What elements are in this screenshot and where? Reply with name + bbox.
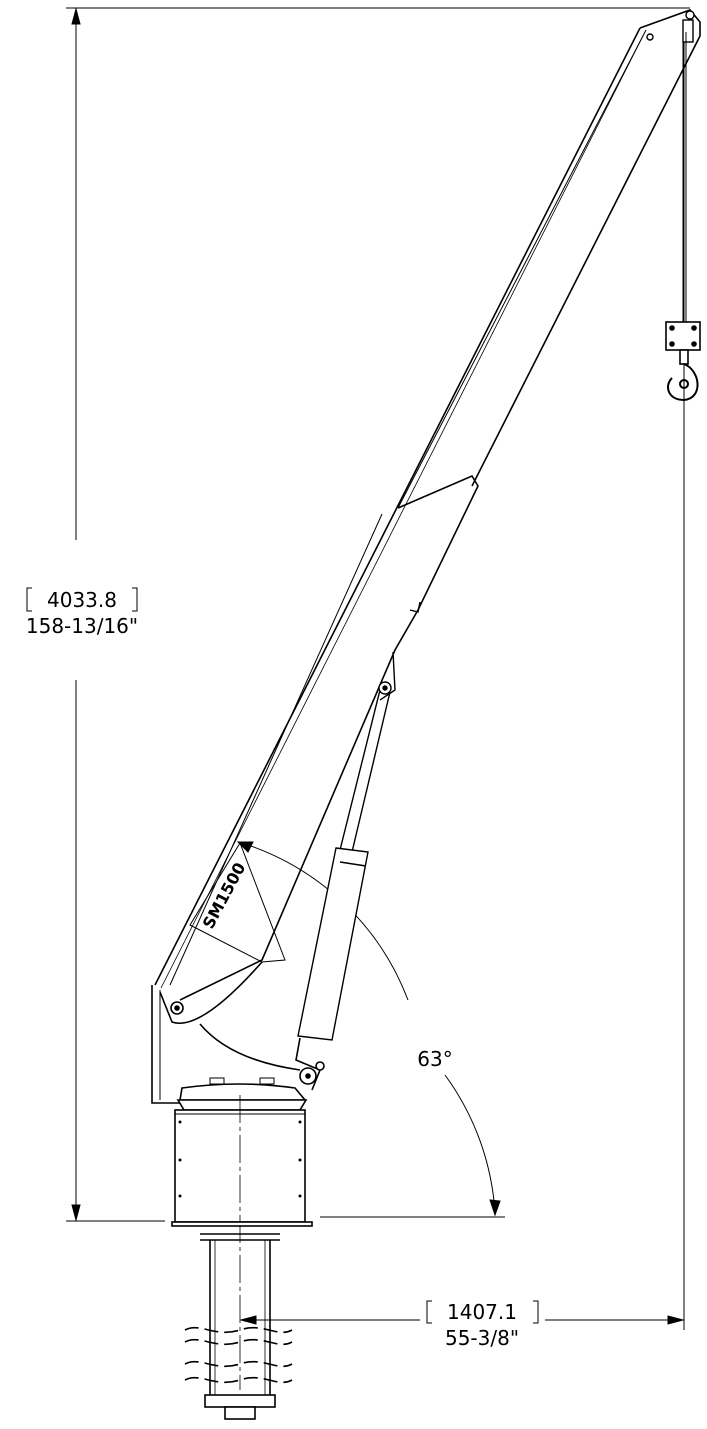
reach-dimension-label: 1407.1 55-3/8" [426, 1300, 539, 1350]
boom-top-edge [154, 27, 641, 986]
hydraulic-cylinder [297, 601, 421, 1041]
height-dimension-label: 4033.8 158-13/16" [26, 587, 138, 638]
mast-bolts [178, 1120, 302, 1198]
angle-arc-lower [444, 1074, 496, 1213]
boom-angle-value: 63° [417, 1047, 452, 1071]
mast-housing [174, 1109, 306, 1223]
hook-block [665, 321, 701, 365]
slew-bearing [176, 1077, 308, 1111]
height-dimension [66, 7, 690, 1222]
arrowhead-up [71, 7, 81, 25]
mast-head [151, 961, 325, 1104]
slewing-plate-curve [199, 1023, 301, 1071]
boom [154, 9, 701, 1001]
reach-metric-value: 1407.1 [447, 1300, 517, 1324]
boom-sleeve-edge [169, 513, 383, 986]
arrowhead-left [239, 1315, 257, 1325]
reach-dimension [239, 20, 685, 1330]
arrowhead-down [71, 1204, 81, 1222]
hook-icon [667, 363, 699, 402]
height-metric-value: 4033.8 [47, 588, 117, 612]
bottom-nut [204, 1394, 276, 1420]
boom-tip [639, 9, 701, 36]
height-imperial-value: 158-13/16" [26, 614, 138, 638]
boom-tip-sheave [646, 10, 695, 43]
mounting-flange [171, 1221, 313, 1241]
mounting-post [209, 1240, 271, 1395]
boom-decal-panel [189, 841, 286, 963]
hoist-cable [682, 32, 687, 324]
break-lines [184, 1326, 293, 1384]
arrowhead-right [667, 1315, 685, 1325]
boom-section-line [397, 29, 647, 509]
boom-model-label: SM1500 [199, 859, 250, 931]
boom-top-edge-inner [160, 33, 645, 989]
boom-root-lug [159, 961, 263, 1024]
reach-imperial-value: 55-3/8" [445, 1326, 519, 1350]
angle-arrowhead-horizontal [489, 1199, 501, 1217]
angle-arrowhead-boom [236, 841, 254, 853]
boom-bottom-edge-upper [471, 35, 701, 487]
side-plate [151, 985, 180, 1104]
